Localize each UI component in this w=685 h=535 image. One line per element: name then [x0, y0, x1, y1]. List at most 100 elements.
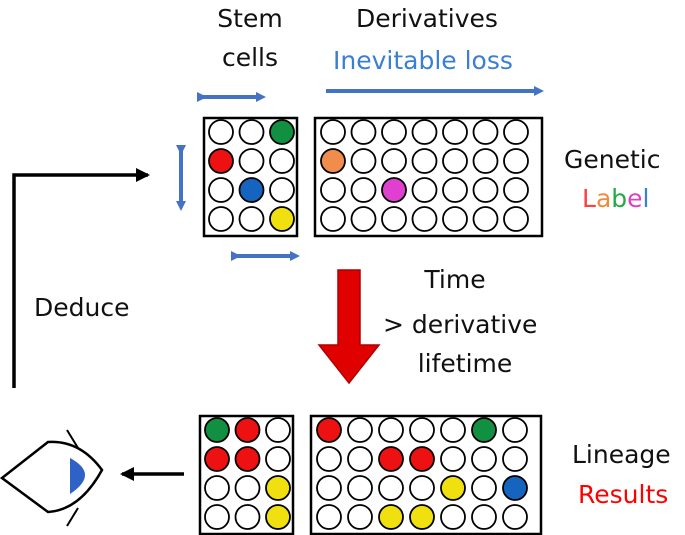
top-stem-grid-box	[202, 116, 299, 238]
top-stem-cell	[238, 148, 265, 174]
top-deriv-cell	[411, 148, 438, 174]
top-deriv-cell	[411, 206, 438, 232]
bottom-deriv-cell	[378, 417, 404, 443]
top-deriv-cell	[472, 148, 499, 174]
top-deriv-cell	[381, 177, 407, 203]
top-deriv-cell	[442, 119, 468, 145]
top-deriv-cell	[320, 148, 346, 174]
lineage-label: Lineage	[572, 440, 671, 469]
deduce-label: Deduce	[34, 293, 130, 322]
bottom-deriv-cell	[471, 504, 497, 530]
bottom-deriv-cell	[347, 417, 373, 443]
bottom-deriv-cell	[471, 475, 497, 501]
bottom-stem-grid-box	[198, 414, 295, 535]
top-deriv-cell	[381, 206, 407, 232]
top-deriv-cell	[381, 119, 407, 145]
time-arrow	[317, 269, 381, 385]
top-stem-cell	[238, 177, 265, 203]
results-label: Results	[578, 480, 669, 509]
top-deriv-cell	[442, 148, 468, 174]
bottom-stem-cell	[265, 417, 291, 443]
bottom-stem-cell	[234, 446, 261, 472]
top-deriv-cell	[320, 206, 346, 232]
derivatives-label: Derivatives	[356, 4, 498, 33]
top-deriv-cell	[411, 119, 438, 145]
inevitable-loss-label: Inevitable loss	[333, 46, 513, 75]
top-deriv-cell	[320, 177, 346, 203]
time-label-line2: > derivative	[383, 310, 538, 339]
cell-circles-group	[204, 119, 529, 530]
bottom-deriv-cell	[440, 446, 466, 472]
bottom-stem-cell	[234, 417, 261, 443]
top-deriv-cell	[503, 177, 529, 203]
top-stem-cell	[238, 119, 265, 145]
bottom-stem-cell	[204, 475, 230, 501]
label-letter-4: e	[627, 184, 643, 213]
bottom-deriv-cell	[347, 446, 373, 472]
top-stem-cell	[208, 119, 234, 145]
bottom-deriv-cell	[502, 504, 528, 530]
bottom-deriv-cell	[316, 446, 342, 472]
top-deriv-cell	[350, 206, 377, 232]
top-stem-cell	[269, 148, 295, 174]
top-deriv-cell	[350, 119, 377, 145]
bottom-deriv-cell	[409, 475, 435, 501]
label-letter-3: b	[611, 184, 628, 213]
top-stem-cell	[238, 206, 265, 232]
bottom-deriv-cell	[440, 504, 466, 530]
top-stem-cell	[208, 177, 234, 203]
top-deriv-cell	[442, 206, 468, 232]
top-deriv-cell	[503, 119, 529, 145]
top-stem-cell	[208, 148, 234, 174]
top-deriv-cell	[411, 177, 438, 203]
bottom-deriv-cell	[440, 417, 466, 443]
top-deriv-cell	[350, 148, 377, 174]
bottom-deriv-cell	[378, 475, 404, 501]
bottom-deriv-cell	[409, 504, 435, 530]
label-letter-2: a	[595, 184, 612, 213]
top-derivatives-grid-box	[313, 116, 544, 238]
top-deriv-cell	[472, 119, 499, 145]
bottom-stem-cell	[204, 446, 230, 472]
bottom-deriv-cell	[409, 446, 435, 472]
bottom-deriv-cell	[409, 417, 435, 443]
eye-icon	[0, 429, 104, 527]
genetic-label: Genetic	[564, 145, 661, 174]
bottom-stem-cell	[234, 504, 261, 530]
stem-label-line1: Stem	[217, 4, 283, 33]
label-letter-1: L	[582, 184, 596, 213]
bottom-deriv-cell	[471, 446, 497, 472]
bottom-deriv-cell	[502, 475, 528, 501]
label-word: Label	[582, 184, 649, 214]
bottom-stem-cell	[204, 504, 230, 530]
top-stem-cell	[269, 177, 295, 203]
top-deriv-cell	[472, 206, 499, 232]
bottom-deriv-cell	[347, 475, 373, 501]
bottom-deriv-cell	[316, 475, 342, 501]
bottom-stem-cell	[265, 504, 291, 530]
bottom-deriv-cell	[378, 504, 404, 530]
top-deriv-cell	[503, 206, 529, 232]
bottom-deriv-cell	[502, 446, 528, 472]
bottom-derivatives-grid-box	[309, 414, 543, 535]
top-deriv-cell	[442, 177, 468, 203]
bottom-stem-cell	[234, 475, 261, 501]
bottom-stem-cell	[265, 446, 291, 472]
bottom-deriv-cell	[316, 417, 342, 443]
bottom-deriv-cell	[316, 504, 342, 530]
top-deriv-cell	[350, 177, 377, 203]
top-deriv-cell	[472, 177, 499, 203]
top-deriv-cell	[320, 119, 346, 145]
top-stem-cell	[208, 206, 234, 232]
bottom-deriv-cell	[347, 504, 373, 530]
top-deriv-cell	[381, 148, 407, 174]
bottom-deriv-cell	[502, 417, 528, 443]
stem-label-line2: cells	[221, 43, 279, 72]
top-stem-cell	[269, 119, 295, 145]
label-letter-5: l	[642, 184, 650, 213]
bottom-stem-cell	[265, 475, 291, 501]
bottom-stem-cell	[204, 417, 230, 443]
bottom-deriv-cell	[471, 417, 497, 443]
bottom-deriv-cell	[378, 446, 404, 472]
